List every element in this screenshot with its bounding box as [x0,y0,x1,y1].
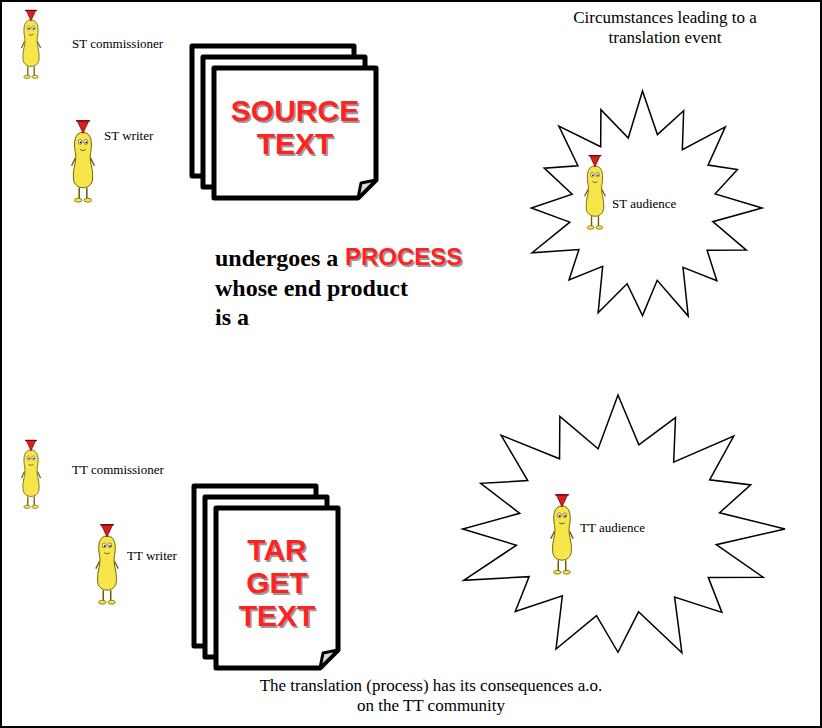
document-title: SOURCE TEXT [220,94,370,160]
starburst-shape [463,395,785,653]
role-label: TT commissioner [72,462,164,478]
diagram-caption: The translation (process) has its conseq… [250,676,612,717]
person-figure [21,440,40,508]
document-title: TAR GET TEXT [227,533,327,632]
text-document: SOURCE TEXT [188,42,380,202]
role-label: TT writer [127,548,177,564]
person-figure [72,121,95,202]
page-outline [216,508,338,668]
page-fold [320,650,338,668]
page-outline [214,68,376,198]
starburst-text: TT audience [580,520,645,536]
person-figure [96,525,118,604]
starburst-shape [531,91,762,316]
diagram-title: Circumstances leading to a translation e… [540,8,790,49]
person-figure [21,10,40,78]
process-phrase: whose end product is a [215,274,427,332]
person-figure [551,495,573,574]
audience-label: TT audience [580,520,645,536]
text-document: TAR GET TEXT [190,482,342,672]
document-face: SOURCE TEXT [214,68,376,186]
audience-starburst: ST audience [520,88,765,328]
role-label: ST commissioner [72,36,163,52]
audience-starburst: TT audience [448,392,788,666]
person-figure [585,156,606,230]
process-phrase: undergoes a [215,244,338,273]
starburst-text: ST audience [612,196,676,212]
process-word: PROCESS [345,243,462,272]
page-fold [358,180,376,198]
role-label: ST writer [104,128,153,144]
document-face: TAR GET TEXT [216,508,338,656]
document-page [216,508,338,668]
document-page [214,68,376,198]
audience-label: ST audience [612,196,676,212]
